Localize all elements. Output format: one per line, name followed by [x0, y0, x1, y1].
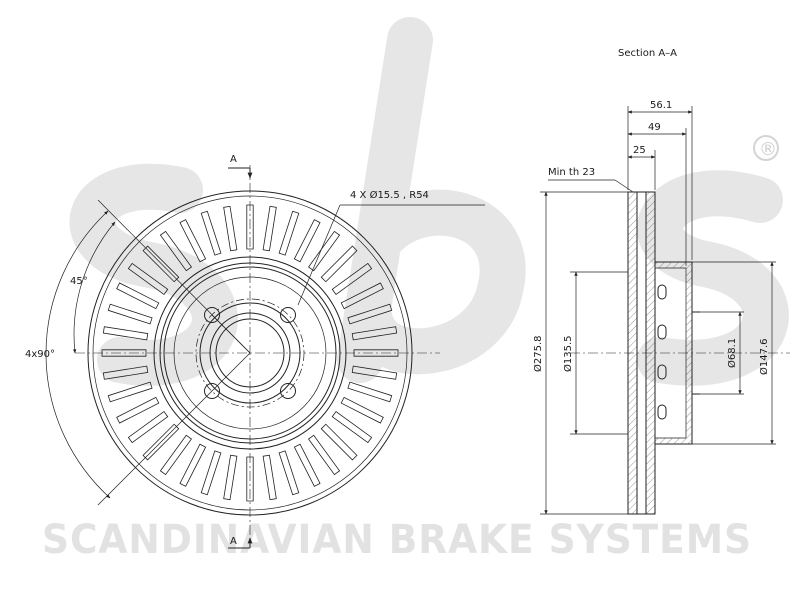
cooling-vane: [116, 282, 160, 310]
bolt-hole: [204, 383, 220, 399]
cooling-vane: [320, 245, 358, 283]
cooling-vane: [351, 326, 398, 341]
cooling-vane: [353, 349, 399, 357]
svg-text:Ø135.5: Ø135.5: [562, 336, 574, 373]
cooling-vane: [159, 434, 193, 476]
cooling-vane: [347, 303, 393, 325]
section-marker-top: A: [228, 154, 253, 179]
cooling-vane: [142, 423, 180, 461]
cooling-vane: [320, 423, 358, 461]
cooling-vane: [293, 219, 321, 263]
cooling-vane: [278, 210, 300, 256]
svg-text:Ø275.8: Ø275.8: [532, 336, 544, 373]
cooling-vane: [246, 456, 254, 502]
cooling-vane: [347, 381, 393, 403]
cooling-vane: [200, 450, 222, 496]
svg-text:Ø147.6: Ø147.6: [758, 339, 770, 376]
bolt-hole: [280, 383, 296, 399]
bolt-pattern-callout: 4 X Ø15.5 , R54: [297, 189, 485, 306]
section-width-dimensions: 56.1 49 25: [627, 100, 693, 266]
cooling-vane: [200, 210, 222, 256]
svg-text:56.1: 56.1: [650, 100, 672, 111]
registered-mark: ®: [759, 139, 777, 160]
cooling-vane: [351, 365, 398, 380]
cooling-vane: [278, 450, 300, 496]
company-name-watermark: SCANDINAVIAN BRAKE SYSTEMS: [42, 517, 752, 563]
svg-text:A: A: [230, 154, 237, 165]
cooling-vanes: [101, 204, 399, 502]
angle-45-label: 45°: [70, 276, 88, 287]
cooling-vane: [340, 396, 384, 424]
cooling-vane: [262, 205, 277, 252]
angle-pattern-label: 4x90°: [25, 349, 55, 360]
cooling-vane: [307, 230, 341, 272]
cooling-vane: [179, 443, 207, 487]
svg-text:A: A: [230, 536, 237, 547]
cooling-vane: [179, 219, 207, 263]
cooling-vane: [101, 349, 147, 357]
cooling-vane: [331, 262, 373, 296]
bolt-hole: [204, 307, 220, 323]
disc-front-view: [75, 165, 440, 545]
registered-mark-circle: [753, 135, 779, 161]
svg-text:Ø68.1: Ø68.1: [726, 338, 738, 368]
bolt-hole: [280, 307, 296, 323]
cooling-vane: [293, 443, 321, 487]
min-thickness-callout: Min th 23: [548, 167, 634, 193]
cooling-vane: [331, 410, 373, 444]
cooling-vane: [107, 303, 153, 325]
svg-text:49: 49: [648, 122, 661, 133]
cooling-vane: [307, 434, 341, 476]
sbs-logo-watermark: ®: [69, 17, 789, 386]
cooling-vane: [246, 204, 254, 250]
angle-dimensions: 45° 4x90°: [25, 199, 251, 506]
disc-section-view: [570, 191, 790, 515]
section-title: Section A–A: [618, 48, 677, 59]
cooling-vane: [223, 454, 238, 501]
cooling-vane: [262, 454, 277, 501]
svg-text:25: 25: [633, 145, 646, 156]
cooling-vane: [142, 245, 180, 283]
cooling-vane: [116, 396, 160, 424]
section-marker-bottom: A: [228, 536, 253, 549]
section-diameter-dimensions: Ø275.8 Ø135.5 Ø68.1 Ø147.6: [532, 191, 776, 515]
cooling-vane: [159, 230, 193, 272]
cooling-vane: [127, 410, 169, 444]
svg-text:Min th 23: Min th 23: [548, 167, 595, 178]
cooling-vane: [127, 262, 169, 296]
svg-text:4 X Ø15.5 , R54: 4 X Ø15.5 , R54: [350, 189, 429, 201]
cooling-vane: [340, 282, 384, 310]
cooling-vane: [223, 205, 238, 252]
